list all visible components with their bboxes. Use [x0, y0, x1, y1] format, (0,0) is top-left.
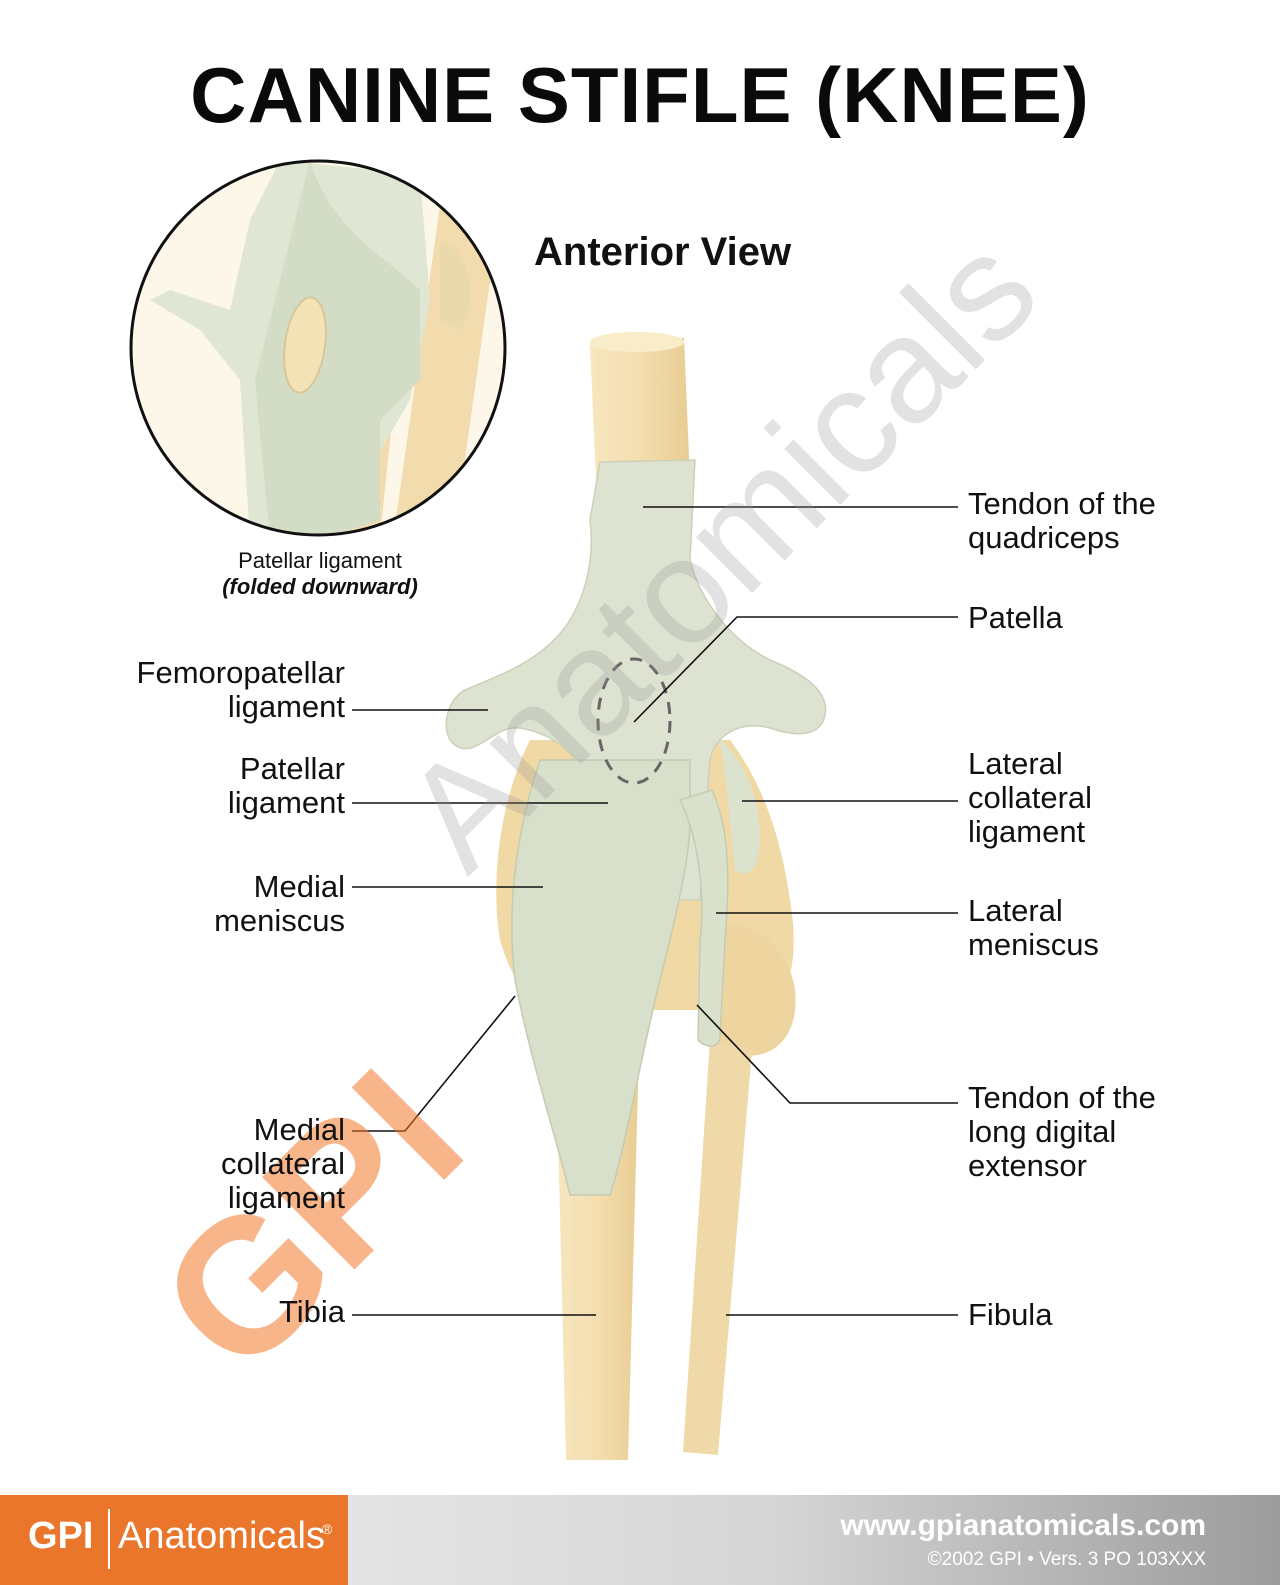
brand-divider	[108, 1509, 110, 1569]
label-tendon-long-digital-extensor: Tendon of the long digital extensor	[968, 1081, 1268, 1183]
knee-illustration	[129, 159, 958, 1460]
inset-caption-line1: Patellar ligament	[238, 548, 402, 573]
patellar-ligament-shape	[511, 759, 691, 1196]
leader-patella	[633, 616, 958, 723]
label-line: Tendon of the	[968, 1080, 1156, 1115]
label-medial-collateral-ligament: Medial collateral ligament	[40, 1113, 345, 1215]
brand-gpi: GPI	[28, 1515, 94, 1557]
view-subtitle: Anterior View	[534, 230, 792, 274]
label-line: ligament	[227, 785, 345, 820]
label-patellar-ligament: Patellar ligament	[40, 752, 345, 820]
label-line: quadriceps	[968, 520, 1120, 555]
label-femoropatellar-ligament: Femoropatellar ligament	[40, 656, 345, 724]
label-line: ligament	[227, 689, 345, 724]
label-tendon-quadriceps: Tendon of the quadriceps	[968, 487, 1268, 555]
femur-shape	[590, 338, 690, 480]
label-lateral-collateral-ligament: Lateral collateral ligament	[968, 747, 1268, 849]
label-line: Femoropatellar	[136, 655, 345, 690]
label-line: collateral	[220, 1146, 345, 1181]
label-fibula: Fibula	[968, 1298, 1268, 1332]
label-line: Tendon of the	[968, 486, 1156, 521]
footer-bar: GPI Anatomicals ® www.gpianatomicals.com…	[0, 1495, 1280, 1585]
label-medial-meniscus: Medial meniscus	[40, 870, 345, 938]
inset-caption: Patellar ligament (folded downward)	[170, 548, 470, 600]
leader-lines	[352, 506, 958, 1316]
page-title: CANINE STIFLE (KNEE)	[190, 51, 1090, 139]
website-link[interactable]: www.gpianatomicals.com	[840, 1509, 1206, 1542]
label-line: long digital	[968, 1114, 1117, 1149]
fibula-shape	[683, 1040, 752, 1455]
patella-outline	[596, 657, 672, 785]
femur-end	[590, 332, 684, 352]
label-line: Medial	[253, 869, 345, 904]
label-tibia: Tibia	[40, 1295, 345, 1329]
label-line: Patellar	[239, 751, 345, 786]
label-patella: Patella	[968, 601, 1268, 635]
label-line: Tibia	[278, 1294, 345, 1329]
label-line: Lateral	[968, 893, 1063, 928]
label-line: extensor	[968, 1148, 1087, 1183]
label-line: ligament	[968, 814, 1086, 849]
label-line: meniscus	[214, 903, 345, 938]
brand-registered: ®	[322, 1521, 333, 1537]
label-line: collateral	[968, 780, 1093, 815]
leader-long-digital	[696, 1004, 958, 1104]
long-digital-tendon-shape	[678, 789, 729, 1047]
label-line: Patella	[968, 600, 1063, 635]
inset-circle	[129, 159, 507, 537]
label-line: Lateral	[968, 746, 1063, 781]
label-line: meniscus	[968, 927, 1099, 962]
label-line: Medial	[253, 1112, 345, 1147]
label-line: Fibula	[968, 1297, 1053, 1332]
label-lateral-meniscus: Lateral meniscus	[968, 894, 1268, 962]
brand-logo[interactable]: GPI Anatomicals ®	[0, 1495, 348, 1585]
lateral-collateral-shape	[720, 740, 760, 874]
inset-caption-line2: (folded downward)	[222, 574, 418, 599]
label-line: ligament	[227, 1180, 345, 1215]
leader-medial-collateral	[352, 995, 516, 1132]
brand-name: Anatomicals	[118, 1515, 325, 1557]
copyright-text: ©2002 GPI • Vers. 3 PO 103XXX	[927, 1549, 1206, 1570]
